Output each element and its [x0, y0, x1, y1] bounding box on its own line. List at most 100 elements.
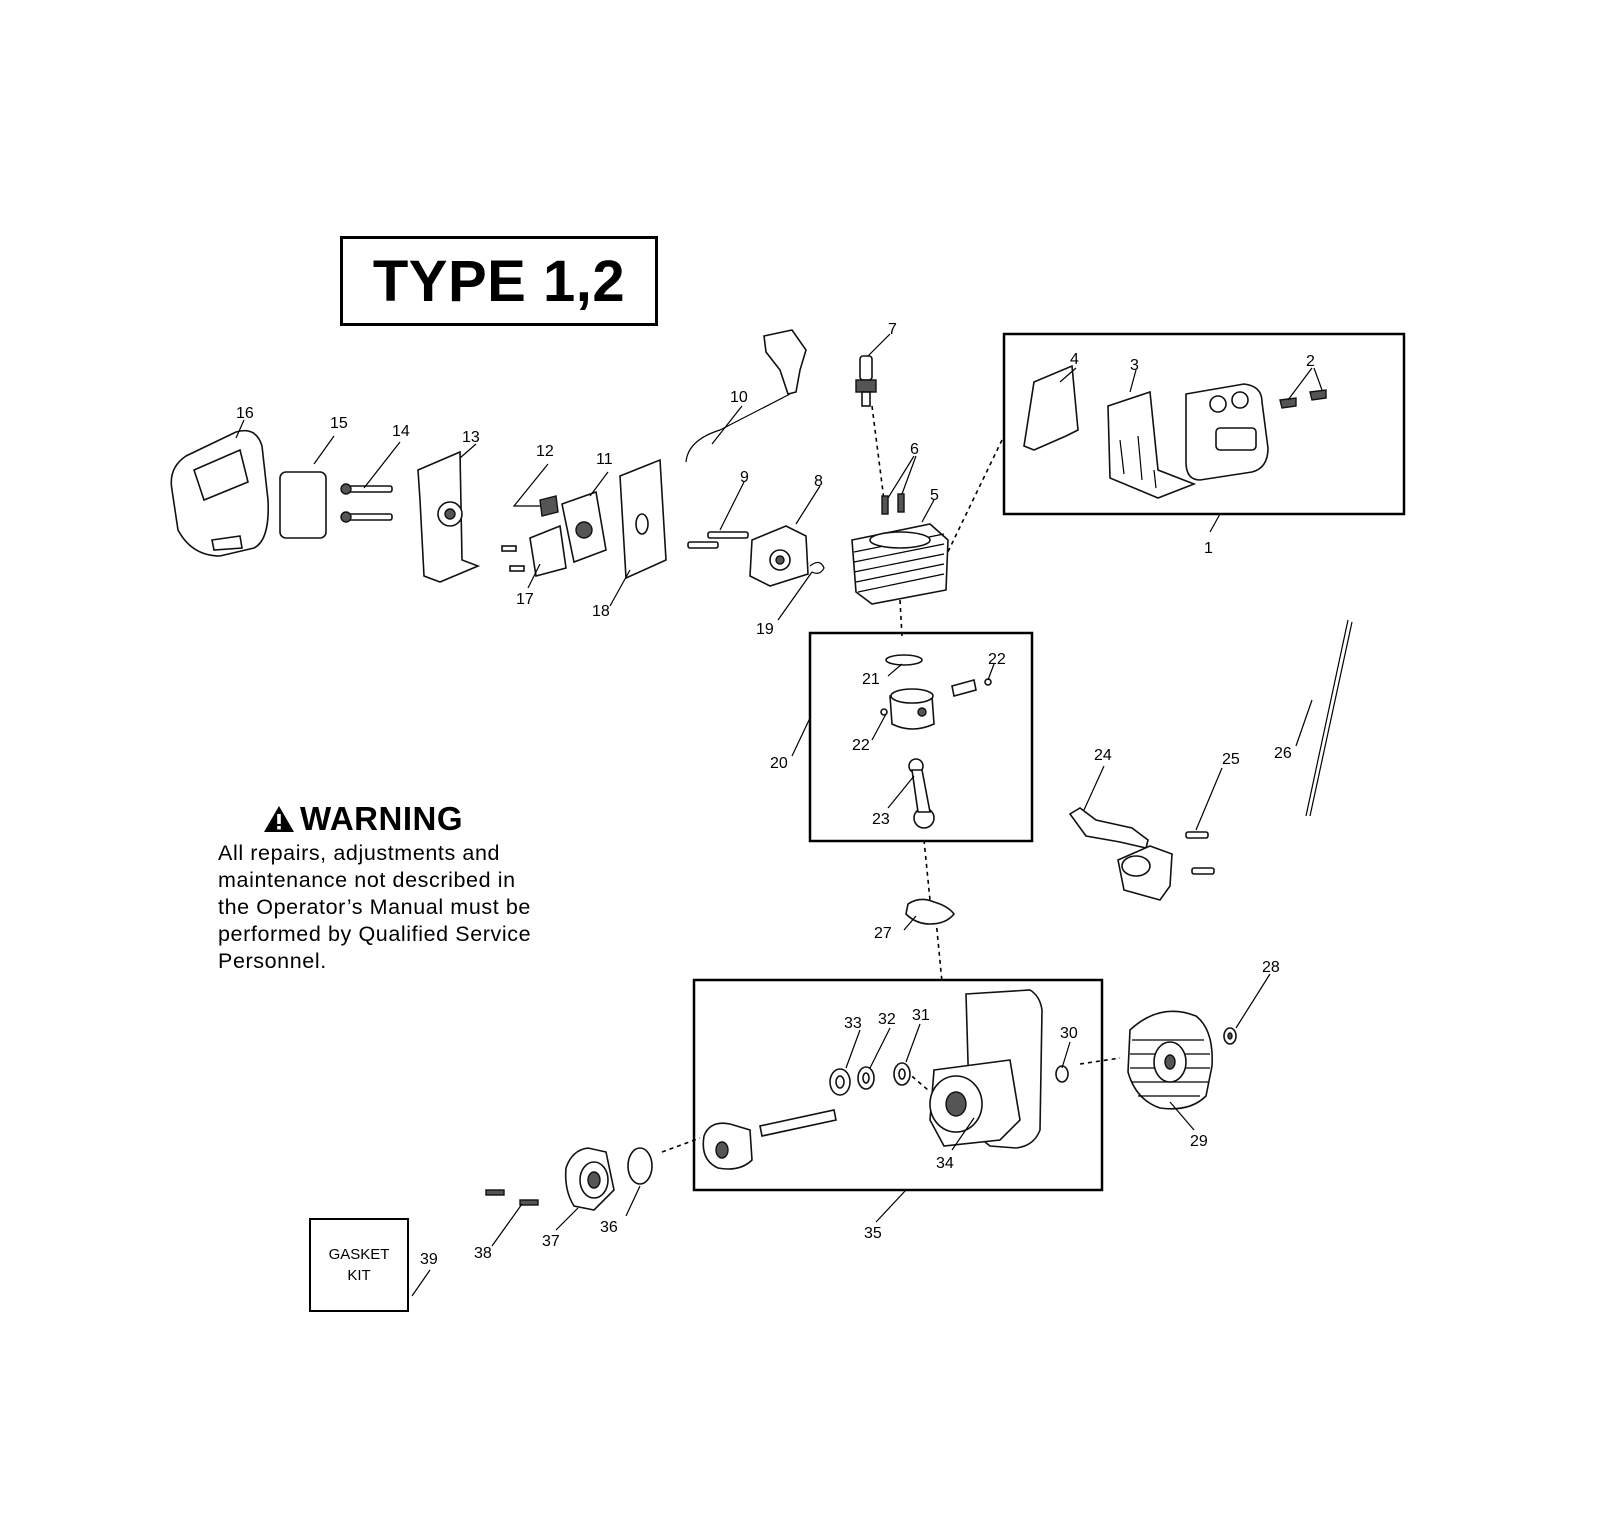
warning-body: All repairs, adjustments and maintenance…	[218, 840, 598, 975]
part-38-screws	[485, 1189, 539, 1206]
callout-15: 15	[330, 415, 348, 432]
part-32-bearing	[857, 1066, 875, 1090]
callout-28: 28	[1262, 959, 1280, 976]
part-6-screws	[881, 493, 905, 515]
part-21-piston-ring	[885, 654, 923, 666]
assembly-line-muffler	[943, 439, 1003, 561]
callout-21: 21	[862, 671, 880, 688]
warning-line-2: maintenance not described in	[218, 868, 516, 892]
part-37-bearing-housing	[564, 1147, 615, 1211]
callout-8: 8	[814, 473, 823, 490]
assembly-line-cylinder-piston	[899, 599, 903, 637]
part-crankshaft	[702, 1109, 837, 1170]
callout-25: 25	[1222, 751, 1240, 768]
callout-numbers: 1 2 3 4 5 6 7 8 9 10 11 12 13 14 15 16 1…	[236, 321, 1315, 1268]
part-28-washer	[1223, 1027, 1237, 1045]
part-13-air-box-base	[417, 450, 481, 583]
callout-2: 2	[1306, 353, 1315, 370]
assembly-line-gasket-crankcase	[935, 919, 943, 983]
callout-6: 6	[910, 441, 919, 458]
part-muffler-body	[1185, 383, 1269, 481]
callout-14: 14	[392, 423, 410, 440]
part-4-heat-shield	[1023, 364, 1079, 451]
callout-12: 12	[536, 443, 554, 460]
part-30-ring	[1055, 1065, 1069, 1083]
part-31-bearing	[893, 1062, 911, 1086]
callout-39: 39	[420, 1251, 438, 1268]
warning-line-3: the Operator’s Manual must be	[218, 895, 531, 919]
callout-38: 38	[474, 1245, 492, 1262]
assembly-line-flywheel	[1079, 1057, 1121, 1065]
part-23-connecting-rod	[908, 758, 935, 829]
part-3-muffler-gasket	[1107, 390, 1197, 499]
callout-11: 11	[596, 451, 613, 468]
assembly-line-spark-plug	[871, 405, 885, 501]
callout-1: 1	[1204, 540, 1213, 557]
part-19-clip	[809, 561, 825, 574]
warning-heading: WARNING	[262, 800, 598, 838]
warning-icon	[264, 806, 294, 832]
callout-34: 34	[936, 1155, 954, 1172]
callout-29: 29	[1190, 1133, 1208, 1150]
part-22-circlip-left	[880, 708, 888, 716]
callout-23: 23	[872, 811, 890, 828]
callout-22a: 22	[988, 651, 1006, 668]
callout-10: 10	[730, 389, 748, 406]
callout-37: 37	[542, 1233, 560, 1250]
part-17-screws	[501, 545, 525, 572]
callout-32: 32	[878, 1011, 896, 1028]
callout-35: 35	[864, 1225, 882, 1242]
part-12-carb-linkage	[539, 495, 559, 517]
callout-31: 31	[912, 1007, 930, 1024]
callout-16: 16	[236, 405, 254, 422]
part-11-carburetor	[529, 490, 607, 578]
gasket-kit-line-2: KIT	[347, 1267, 371, 1284]
callout-5: 5	[930, 487, 939, 504]
callout-24: 24	[1094, 747, 1112, 764]
part-34-crankcase	[929, 989, 1043, 1149]
gasket-kit-line-1: GASKET	[328, 1246, 390, 1263]
assembly-line-seal-crankshaft	[661, 1137, 701, 1153]
callout-4: 4	[1070, 351, 1079, 368]
callout-18: 18	[592, 603, 610, 620]
callout-20: 20	[770, 755, 788, 772]
part-piston-pin	[951, 679, 977, 697]
callout-9: 9	[740, 469, 749, 486]
part-piston	[889, 688, 935, 730]
part-10-throttle-cable	[685, 393, 791, 463]
callout-30: 30	[1060, 1025, 1078, 1042]
part-9-bolts	[687, 531, 749, 549]
muffler-assembly-box	[1002, 332, 1406, 516]
part-8-intake-manifold	[749, 525, 809, 587]
part-5-cylinder	[851, 523, 949, 605]
callout-7: 7	[888, 321, 897, 338]
leader-lines	[235, 333, 1323, 1297]
part-36-o-ring	[627, 1147, 653, 1185]
part-14-bolts	[340, 483, 393, 523]
warning-heading-text: WARNING	[300, 800, 463, 837]
callout-19: 19	[756, 621, 774, 638]
assembly-line-crankcase-seal	[899, 1065, 929, 1091]
part-29-flywheel	[1127, 1010, 1213, 1110]
part-18-insulator-gasket	[619, 458, 667, 580]
callout-26: 26	[1274, 745, 1292, 762]
crankcase-assembly-box	[692, 978, 1104, 1192]
part-24-ignition-module	[1068, 807, 1173, 901]
part-16-engine-cover	[170, 429, 270, 557]
part-25-screws	[1185, 831, 1215, 875]
callout-17: 17	[516, 591, 534, 608]
callout-33: 33	[844, 1015, 862, 1032]
callout-36: 36	[600, 1219, 618, 1236]
warning-notice: WARNING All repairs, adjustments and mai…	[218, 800, 598, 975]
callout-3: 3	[1130, 357, 1139, 374]
piston-assembly-box	[808, 631, 1034, 843]
warning-line-4: performed by Qualified Service	[218, 922, 532, 946]
callout-22b: 22	[852, 737, 870, 754]
assembly-line-piston-gasket	[923, 839, 931, 901]
warning-line-1: All repairs, adjustments and	[218, 841, 501, 865]
part-27-cylinder-gasket	[905, 898, 956, 925]
part-2-screws	[1279, 389, 1327, 409]
callout-13: 13	[462, 429, 480, 446]
warning-line-5: Personnel.	[218, 949, 327, 973]
